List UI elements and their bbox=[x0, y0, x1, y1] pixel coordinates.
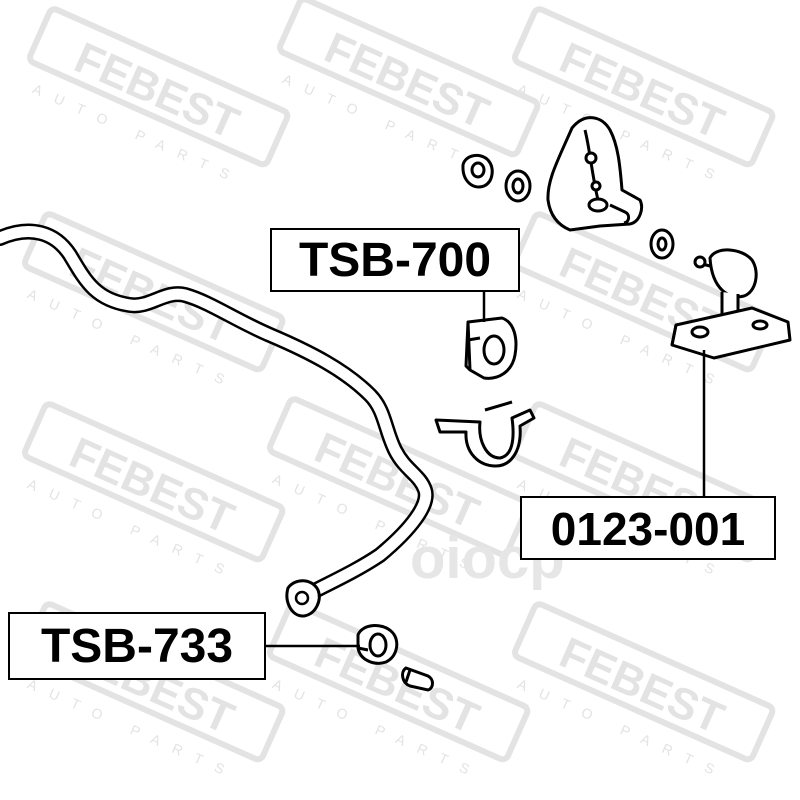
upper-bracket bbox=[546, 116, 644, 232]
collar bbox=[401, 666, 434, 692]
stabilizer-link bbox=[670, 248, 792, 360]
leader-lines bbox=[266, 290, 706, 648]
stabilizer-bar bbox=[0, 223, 434, 604]
callout-0123-001: 0123-001 bbox=[520, 496, 776, 560]
washer bbox=[649, 228, 675, 260]
bushing-bracket bbox=[434, 400, 536, 468]
washer bbox=[504, 169, 532, 203]
callout-tsb-733: TSB-733 bbox=[8, 612, 266, 680]
bar-end-eye bbox=[285, 579, 321, 618]
stabilizer-bushing bbox=[464, 316, 518, 380]
callout-tsb-700: TSB-700 bbox=[270, 228, 520, 292]
end-bushing bbox=[356, 624, 399, 665]
nut bbox=[461, 153, 494, 189]
